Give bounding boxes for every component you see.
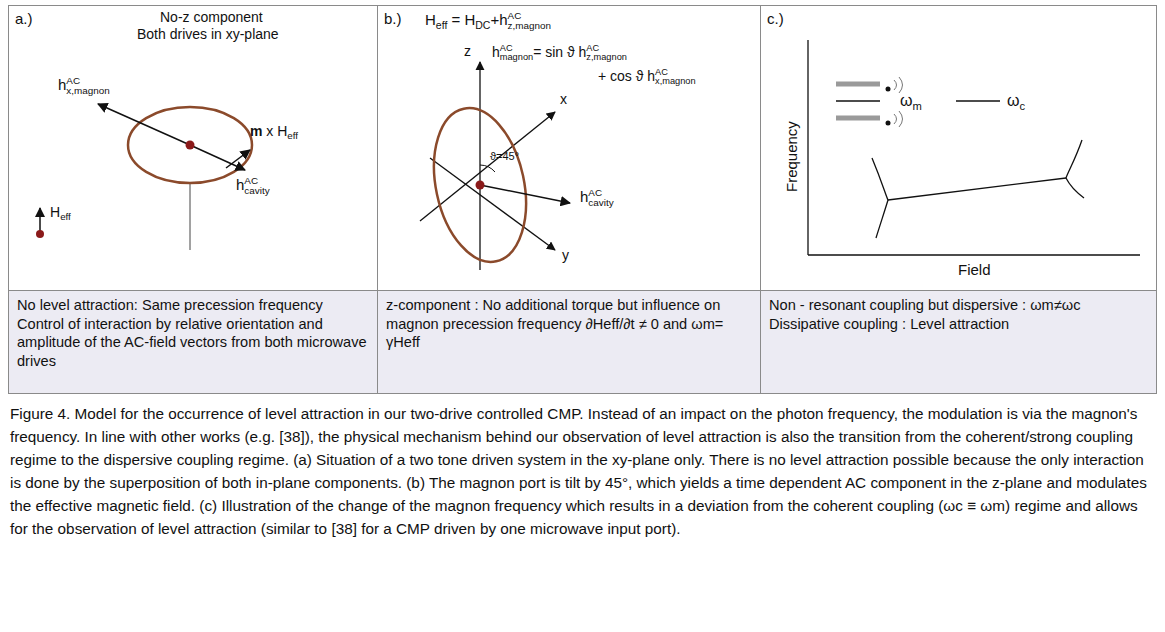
description-text: Control of interaction by relative orien… [17,315,369,371]
panel-letter: b.) [378,6,408,31]
label-group: Frequency [784,121,801,192]
sup-sub-stack: ACcavity [244,176,269,196]
figure-label: +h [490,11,507,28]
panel-a-drawing [36,104,252,250]
figure-label: magnon [500,53,533,62]
figure-label: h [236,176,244,193]
figure-label: AC [586,44,627,53]
figure-label: z [464,43,471,59]
label-group: hACmagnon= sin ϑ hACz,magnon [492,44,627,62]
figure-label: Frequency [783,121,800,192]
panel-letter: c.) [761,6,790,31]
sup-sub-stack: ACx,magnon [655,68,696,86]
figure-label: z,magnon [508,21,551,31]
panel-box: c.) [760,5,1157,291]
label-group: + cos ϑ hACx,magnon [598,68,696,86]
figure-label: AC [588,188,613,198]
figure-label: = H [447,11,475,28]
label-group: ωc [1007,92,1025,112]
figure-label: H [425,11,436,28]
figure-label: x,magnon [66,86,109,96]
sup-sub-stack: ACz,magnon [586,44,627,62]
figure-label: AC [508,11,551,21]
figure-label: eff [60,211,71,222]
description-box: z-component : No additional torque but i… [377,290,761,394]
figure-label: ϑ=45° [490,150,519,162]
figure-label: x [560,91,567,107]
figure-label: + cos ϑ h [598,68,655,84]
label-group: Heff [50,205,71,223]
description-box: No level attraction: Same precession fre… [8,290,378,394]
sup-sub-stack: ACcavity [588,188,613,208]
figure-label: ω [900,92,913,109]
figure-label: Field [958,261,991,278]
figure-label: = sin ϑ h [533,44,586,60]
label-group: Both drives in xy-plane [137,27,279,42]
description-text: Dissipative coupling : Level attraction [769,315,1148,334]
description-text: Non - resonant coupling but dispersive :… [769,296,1148,315]
figure-caption: Figure 4. Model for the occurrence of le… [10,403,1155,541]
figure-label: m [250,123,262,139]
label-group: x [560,92,567,107]
figure-label: DC [475,19,490,31]
figure-label: h [492,44,500,60]
label-group: y [562,248,569,263]
figure-label: eff [287,130,298,141]
figure-label: AC [655,68,696,77]
figure-label: H [50,204,60,220]
figure-label: AC [500,44,533,53]
panel-box: a.) [8,5,378,291]
label-group: No-z component [160,10,263,25]
figure-label: eff [436,19,447,31]
panel-b-drawing [420,62,570,270]
figure-label: y [562,247,569,263]
figure-label: AC [66,76,109,86]
label-group: ϑ=45° [490,150,519,162]
label-group: ωm [900,92,922,112]
panel-letter: a.) [9,6,39,31]
figure-label: AC [244,176,269,186]
description-text: No level attraction: Same precession fre… [17,296,369,315]
label-group: hACcavity [236,176,270,196]
figure-label: x H [262,123,287,139]
figure-label: ω [1007,92,1020,109]
label-group: m x Heff [250,124,298,142]
figure-label: c [1020,100,1026,112]
sup-sub-stack: ACz,magnon [508,11,551,31]
figure-label: z,magnon [586,53,627,62]
description-box: Non - resonant coupling but dispersive :… [760,290,1157,394]
description-text: z-component : No additional torque but i… [386,296,752,352]
label-group: Heff = HDC+hACz,magnon [425,11,551,31]
figure-label: cavity [588,198,613,208]
figure-label: h [58,76,66,93]
panel-c-drawing [808,40,1140,255]
sup-sub-stack: ACmagnon [500,44,533,62]
figure-label: cavity [244,186,269,196]
figure-label: Both drives in xy-plane [137,26,279,42]
figure-label: x,magnon [655,77,696,86]
label-group: hACx,magnon [58,76,110,96]
label-group: hACcavity [580,188,614,208]
figure-label: m [913,100,922,112]
figure-label: No-z component [160,9,263,25]
sup-sub-stack: ACx,magnon [66,76,109,96]
label-group: Field [958,262,991,279]
figure-label: h [580,188,588,205]
label-group: z [464,44,471,59]
